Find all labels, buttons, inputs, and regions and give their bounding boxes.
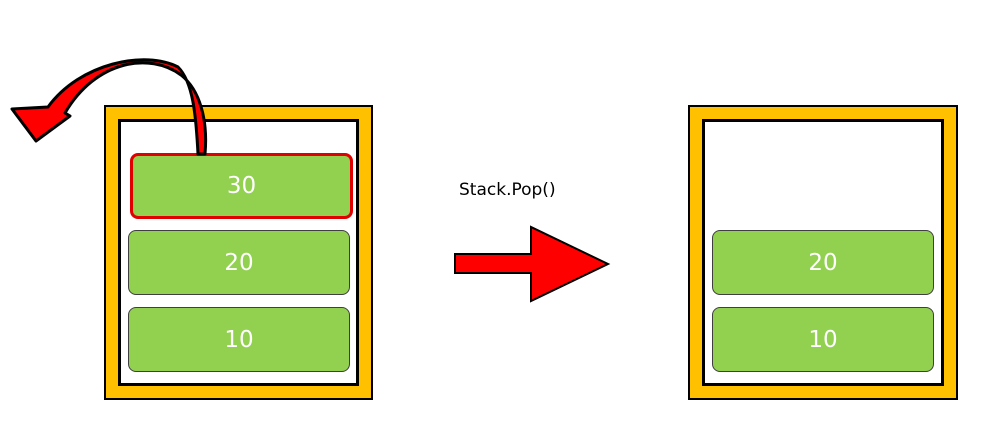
item-value: 20 [224,249,254,276]
before-stack-item-top: 30 [130,153,353,219]
item-value: 10 [224,326,254,353]
before-stack-item-bottom: 10 [128,307,350,372]
before-stack-item-middle: 20 [128,230,350,295]
after-stack-item-bottom: 10 [712,307,934,372]
after-stack-item-top: 20 [712,230,934,295]
item-value: 10 [808,326,838,353]
item-value: 20 [808,249,838,276]
operation-label: Stack.Pop() [459,180,556,200]
item-value: 30 [226,173,257,199]
right-arrow-icon [454,225,611,303]
curved-arrow-icon [10,58,208,156]
